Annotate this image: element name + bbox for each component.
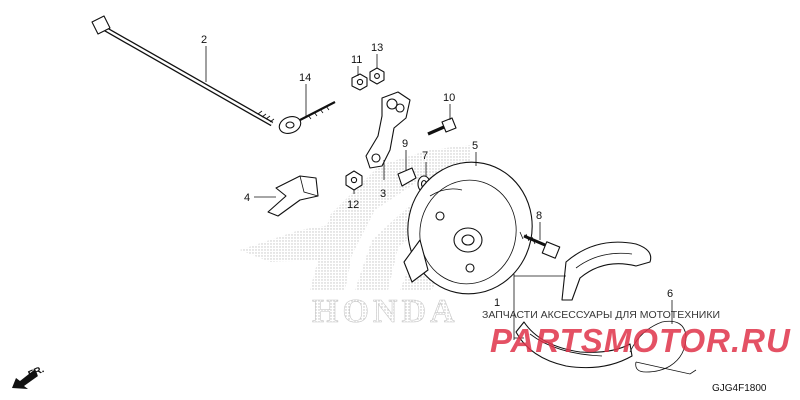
part-2-axle	[91, 15, 275, 127]
part-1-brake-shoes	[515, 241, 652, 369]
callout-8: 8	[536, 210, 542, 222]
arrow-icon	[12, 370, 38, 389]
callout-labels: 1 2 3 4 5 6 7 8 9 10 11 12 13 14	[201, 34, 673, 309]
leader-lines	[205, 46, 673, 340]
part-9-washer	[397, 167, 417, 187]
part-4-bracket	[267, 175, 319, 217]
part-10-bolt	[427, 117, 457, 136]
honda-brand-watermark: HONDA	[312, 293, 459, 330]
callout-2: 2	[201, 34, 207, 46]
callout-5: 5	[472, 140, 478, 152]
part-5-brake-panel	[403, 161, 533, 295]
part-12-nut	[345, 170, 363, 191]
callout-14: 14	[299, 72, 311, 84]
callout-9: 9	[402, 138, 408, 150]
part-8-cam	[519, 231, 561, 259]
callout-10: 10	[443, 92, 455, 104]
callout-6: 6	[667, 288, 673, 300]
callout-12: 12	[347, 199, 359, 211]
callout-4: 4	[244, 192, 250, 204]
callout-1: 1	[494, 297, 500, 309]
direction-label: FR.	[27, 364, 46, 381]
callout-13: 13	[371, 42, 383, 54]
shop-logo: PARTSMOTOR.RU	[490, 322, 791, 359]
front-direction-indicator: FR.	[12, 364, 46, 389]
shop-watermark: ЗАПЧАСТИ АКСЕССУАРЫ ДЛЯ МОТОТЕХНИКИ PART…	[482, 309, 791, 359]
callout-11: 11	[351, 54, 362, 66]
callout-3: 3	[380, 188, 386, 200]
part-11-nut	[351, 73, 368, 91]
callout-7: 7	[422, 150, 428, 162]
shop-caption: ЗАПЧАСТИ АКСЕССУАРЫ ДЛЯ МОТОТЕХНИКИ	[482, 309, 720, 321]
part-13-nut	[369, 67, 385, 85]
diagram-code: GJG4F1800	[712, 383, 767, 394]
part-3-brake-arm	[365, 91, 411, 169]
part-6-spring	[629, 320, 697, 375]
